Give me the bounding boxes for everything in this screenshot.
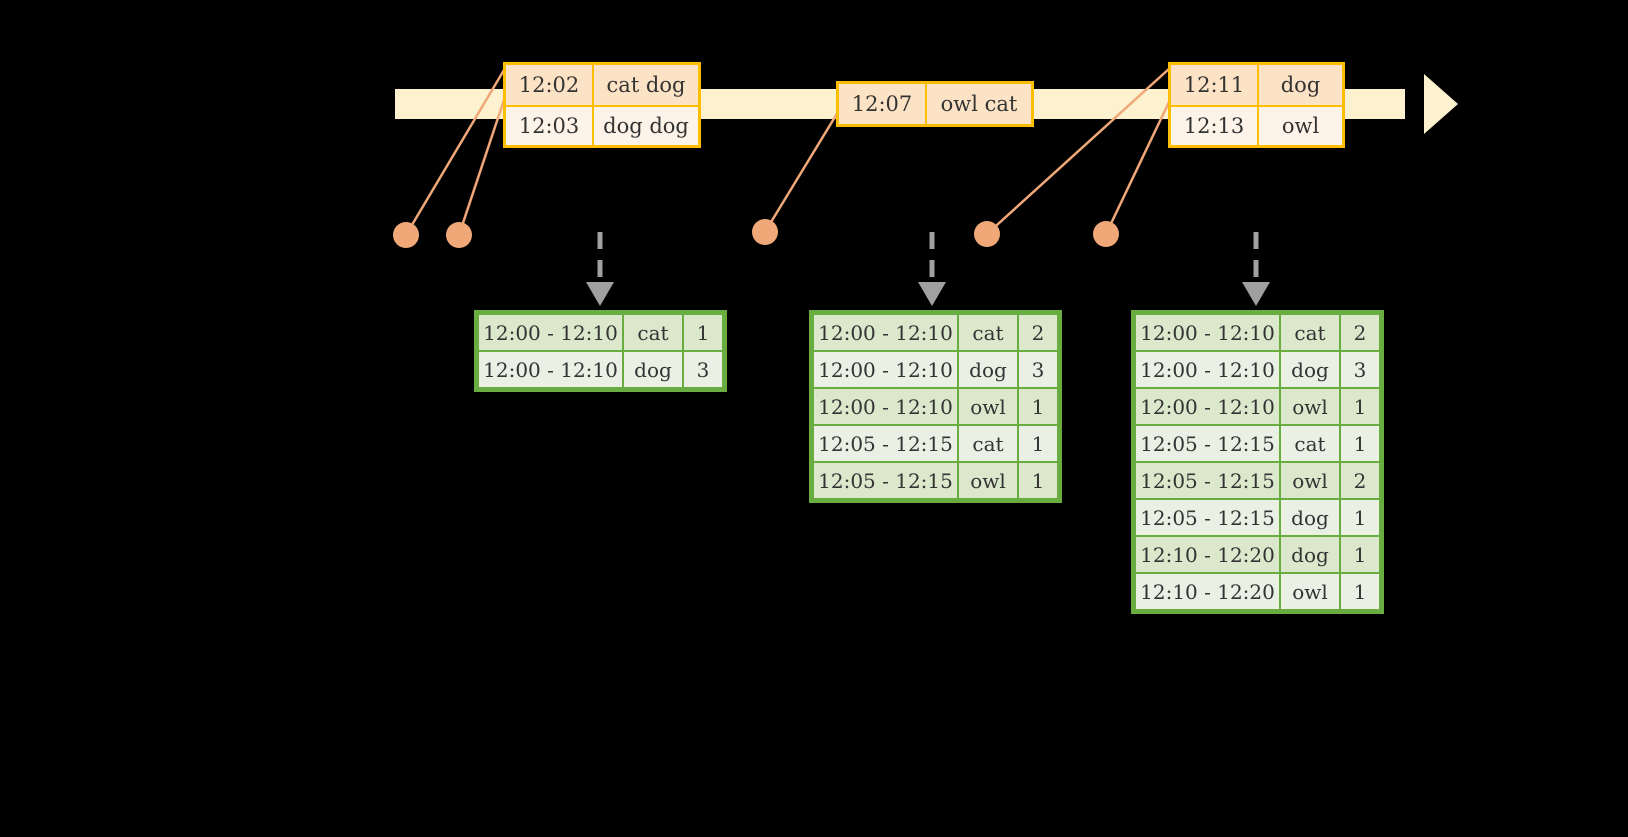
result-window-cell: 12:00 - 12:10	[479, 352, 622, 387]
result-key-cell: owl	[1281, 463, 1339, 498]
result-window-cell: 12:10 - 12:20	[1136, 537, 1279, 572]
event-timestamp: 12:02	[506, 65, 594, 105]
result-key-cell: dog	[959, 352, 1017, 387]
event-message: dog	[1280, 73, 1321, 97]
result-key-cell: cat	[959, 426, 1017, 461]
result-count-cell: 2	[1341, 463, 1379, 498]
event-message: dog dog	[603, 114, 689, 138]
event-message: owl cat	[940, 92, 1018, 116]
result-key-cell: cat	[1281, 426, 1339, 461]
result-window-cell: 12:00 - 12:10	[814, 352, 957, 387]
result-key-cell: cat	[624, 315, 682, 350]
event-timestamp: 12:13	[1171, 107, 1259, 145]
result-window-cell: 12:05 - 12:15	[814, 463, 957, 498]
result-window-cell: 12:00 - 12:10	[1136, 352, 1279, 387]
result-count-cell: 1	[1341, 574, 1379, 609]
event-row[interactable]: 12:07 owl cat	[839, 84, 1031, 124]
result-count-cell: 3	[684, 352, 722, 387]
result-key-cell: owl	[959, 389, 1017, 424]
event-marker-1213[interactable]	[1093, 221, 1119, 247]
event-marker-1203[interactable]	[446, 222, 472, 248]
event-timestamp: 12:07	[839, 84, 927, 124]
result-key-cell: owl	[1281, 574, 1339, 609]
event-marker-dots	[393, 219, 1119, 248]
result-key-cell: dog	[1281, 352, 1339, 387]
event-marker-1207[interactable]	[752, 219, 778, 245]
event-row[interactable]: 12:03 dog dog	[506, 105, 698, 145]
result-count-cell: 1	[1019, 426, 1057, 461]
event-group-1[interactable]: 12:02 cat dog 12:03 dog dog	[503, 62, 701, 148]
result-key-cell: cat	[959, 315, 1017, 350]
result-key-cell: cat	[1281, 315, 1339, 350]
event-marker-1211[interactable]	[974, 221, 1000, 247]
event-group-2[interactable]: 12:07 owl cat	[836, 81, 1034, 127]
result-window-cell: 12:05 - 12:15	[1136, 463, 1279, 498]
result-count-cell: 1	[1341, 537, 1379, 572]
result-count-cell: 1	[684, 315, 722, 350]
event-row[interactable]: 12:13 owl	[1171, 105, 1342, 145]
event-group-3[interactable]: 12:11 dog 12:13 owl	[1168, 62, 1345, 148]
connector-1213	[1104, 99, 1172, 235]
event-marker-1202[interactable]	[393, 222, 419, 248]
connector-1203	[457, 99, 506, 236]
event-message: owl	[1281, 114, 1320, 138]
result-count-cell: 1	[1341, 426, 1379, 461]
result-key-cell: dog	[1281, 500, 1339, 535]
result-key-cell: dog	[624, 352, 682, 387]
result-count-cell: 1	[1341, 500, 1379, 535]
event-message: cat dog	[606, 73, 686, 97]
result-window-cell: 12:05 - 12:15	[814, 426, 957, 461]
result-count-cell: 1	[1019, 389, 1057, 424]
result-window-cell: 12:05 - 12:15	[1136, 426, 1279, 461]
result-window-cell: 12:05 - 12:15	[1136, 500, 1279, 535]
result-window-cell: 12:00 - 12:10	[814, 389, 957, 424]
result-window-cell: 12:00 - 12:10	[814, 315, 957, 350]
event-row[interactable]: 12:02 cat dog	[506, 65, 698, 105]
result-count-cell: 2	[1019, 315, 1057, 350]
result-count-cell: 2	[1341, 315, 1379, 350]
result-key-cell: dog	[1281, 537, 1339, 572]
result-count-cell: 1	[1019, 463, 1057, 498]
result-key-cell: owl	[1281, 389, 1339, 424]
flow-arrow-to-result-1-head-icon	[586, 282, 614, 306]
result-window-cell: 12:10 - 12:20	[1136, 574, 1279, 609]
result-count-cell: 3	[1019, 352, 1057, 387]
timeline-arrowhead-icon	[1424, 74, 1458, 134]
event-row[interactable]: 12:11 dog	[1171, 65, 1342, 105]
result-window-cell: 12:00 - 12:10	[1136, 315, 1279, 350]
flow-arrow-to-result-2-head-icon	[918, 282, 946, 306]
result-key-cell: owl	[959, 463, 1017, 498]
connector-1207	[763, 111, 840, 233]
event-timestamp: 12:03	[506, 107, 594, 145]
flow-arrow-group	[586, 232, 1270, 306]
result-window-cell: 12:00 - 12:10	[479, 315, 622, 350]
event-timestamp: 12:11	[1171, 65, 1259, 105]
flow-arrow-to-result-3-head-icon	[1242, 282, 1270, 306]
result-count-cell: 3	[1341, 352, 1379, 387]
result-count-cell: 1	[1341, 389, 1379, 424]
result-window-cell: 12:00 - 12:10	[1136, 389, 1279, 424]
